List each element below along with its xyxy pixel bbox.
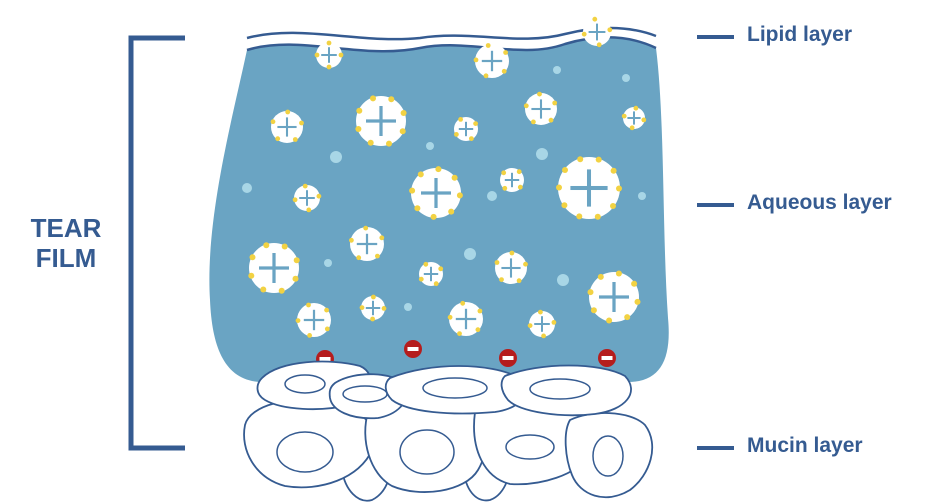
bubble (426, 142, 434, 150)
tear-film-bracket (131, 38, 185, 448)
bubble (464, 248, 476, 260)
bubble (242, 183, 252, 193)
cell-nucleus (530, 379, 590, 399)
aqueous-layer-label: Aqueous layer (747, 191, 892, 215)
bubble (622, 74, 630, 82)
tear-film-label: TEAR FILM (18, 213, 114, 273)
mucin-layer-label: Mucin layer (747, 434, 863, 458)
cell-nucleus (343, 386, 387, 402)
cell-nucleus (423, 378, 487, 398)
epithelial-cell (502, 366, 631, 416)
bubble (536, 148, 548, 160)
bubble (557, 274, 569, 286)
lipid-layer-label: Lipid layer (747, 23, 852, 47)
cell-nucleus (593, 436, 623, 476)
minus-sign-charge-icon (404, 340, 422, 358)
bubble (638, 192, 646, 200)
cell-nucleus (506, 435, 554, 459)
bubble (330, 151, 342, 163)
plus-sign-droplet-icon (419, 262, 443, 286)
epithelial-cells (244, 362, 652, 501)
cell-nucleus (400, 430, 454, 474)
epithelial-cell (566, 413, 653, 497)
bubble (487, 191, 497, 201)
cell-nucleus (277, 432, 333, 472)
minus-sign-charge-icon (598, 349, 616, 367)
minus-sign-charge-icon (499, 349, 517, 367)
bubble (553, 66, 561, 74)
plus-sign-droplet-icon (500, 168, 524, 192)
cell-nucleus (285, 375, 325, 393)
tear-film-line1: TEAR (18, 213, 114, 243)
bubble (404, 303, 412, 311)
bubble (324, 259, 332, 267)
plus-sign-droplet-icon (454, 117, 478, 141)
tear-film-line2: FILM (18, 243, 114, 273)
